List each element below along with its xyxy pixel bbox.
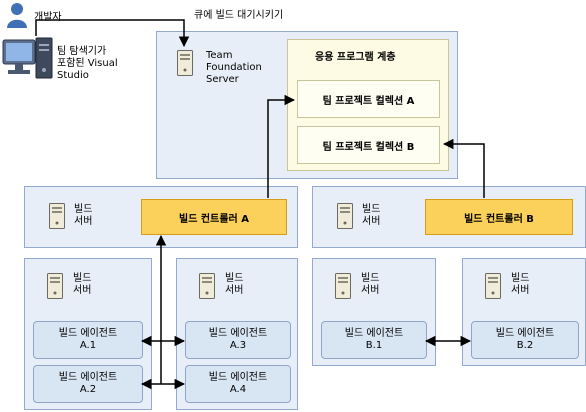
agent-server-a-right-icon	[199, 273, 215, 299]
controller-a-label: 빌드 컨트롤러 A	[179, 213, 249, 225]
tfs-server-label: Team Foundation Server	[206, 50, 262, 85]
agent-b2-id: B.2	[516, 340, 534, 351]
collection-b-label: 팀 프로젝트 컬렉션 B	[322, 141, 415, 153]
team-project-collection-a[interactable]: 팀 프로젝트 컬렉션 A	[297, 80, 440, 118]
workstation-label: 팀 탐색기가 포함된 Visual Studio	[57, 46, 118, 81]
developer-label: 개발자	[34, 12, 62, 23]
build-controller-a[interactable]: 빌드 컨트롤러 A	[141, 199, 287, 235]
build-agent-a1[interactable]: 빌드 에이전트 A.1	[33, 321, 143, 359]
build-agent-b2[interactable]: 빌드 에이전트 B.2	[471, 321, 579, 359]
build-controller-b[interactable]: 빌드 컨트롤러 B	[425, 199, 573, 235]
build-agent-a2[interactable]: 빌드 에이전트 A.2	[33, 365, 143, 403]
application-tier: 응용 프로그램 계층 팀 프로젝트 컬렉션 A 팀 프로젝트 컬렉션 B	[287, 39, 449, 171]
agent-server-a-left-label: 빌드 서버	[73, 273, 92, 296]
agent-a2-id: A.2	[79, 384, 97, 395]
workstation-icon	[2, 37, 53, 79]
controller-b-to-collection-b-arrow	[442, 138, 485, 198]
agent-server-b-right: 빌드 서버 빌드 에이전트 B.2	[462, 258, 586, 366]
agent-server-a-left-icon	[47, 273, 63, 299]
agent-server-b-right-label: 빌드 서버	[511, 273, 530, 296]
agent-server-a-left: 빌드 서버 빌드 에이전트 A.1 빌드 에이전트 A.2	[24, 258, 152, 410]
agent-b1-label: 빌드 에이전트	[344, 328, 404, 339]
developer-group: 개발자 팀 탐색기가 포함된 Visual Studio	[0, 0, 120, 90]
build-agent-a3[interactable]: 빌드 에이전트 A.3	[185, 321, 291, 359]
agent-a4-label: 빌드 에이전트	[208, 372, 268, 383]
agent-server-b-left-label: 빌드 서버	[361, 273, 380, 296]
queue-build-label: 큐에 빌드 대기시키기	[194, 10, 284, 21]
agent-server-a-right-label: 빌드 서버	[225, 273, 244, 296]
build-server-a-panel: 빌드 서버 빌드 컨트롤러 A	[24, 186, 298, 248]
build-agent-a4[interactable]: 빌드 에이전트 A.4	[185, 365, 291, 403]
build-agent-b1[interactable]: 빌드 에이전트 B.1	[321, 321, 427, 359]
controller-b-label: 빌드 컨트롤러 B	[464, 213, 534, 225]
build-server-b-panel: 빌드 서버 빌드 컨트롤러 B	[312, 186, 586, 248]
agent-a2-label: 빌드 에이전트	[58, 372, 118, 383]
build-server-b-label: 빌드 서버	[362, 204, 381, 227]
tfs-server-icon	[177, 50, 193, 76]
agent-a3-label: 빌드 에이전트	[208, 328, 268, 339]
application-tier-title: 응용 프로그램 계층	[315, 52, 396, 63]
controller-a-to-collection-a-arrow	[267, 94, 296, 198]
build-server-a-icon	[49, 203, 65, 229]
agent-a1-label: 빌드 에이전트	[58, 328, 118, 339]
collection-a-label: 팀 프로젝트 컬렉션 A	[322, 95, 415, 107]
person-icon	[7, 3, 27, 28]
agent-a3-id: A.3	[229, 340, 247, 351]
agent-b1-id: B.1	[365, 340, 383, 351]
agent-server-b-left: 빌드 서버 빌드 에이전트 B.1	[312, 258, 436, 366]
agent-a1-id: A.1	[79, 340, 97, 351]
build-server-b-icon	[337, 203, 353, 229]
agent-a4-id: A.4	[229, 384, 247, 395]
build-server-a-label: 빌드 서버	[74, 204, 93, 227]
agent-b2-label: 빌드 에이전트	[495, 328, 555, 339]
team-project-collection-b[interactable]: 팀 프로젝트 컬렉션 B	[297, 126, 440, 164]
agent-server-b-left-icon	[335, 273, 351, 299]
agent-server-a-right: 빌드 서버 빌드 에이전트 A.3 빌드 에이전트 A.4	[176, 258, 298, 410]
tfs-panel: Team Foundation Server 응용 프로그램 계층 팀 프로젝트…	[156, 31, 458, 179]
agent-server-b-right-icon	[485, 273, 501, 299]
queue-build-arrow	[35, 19, 190, 48]
